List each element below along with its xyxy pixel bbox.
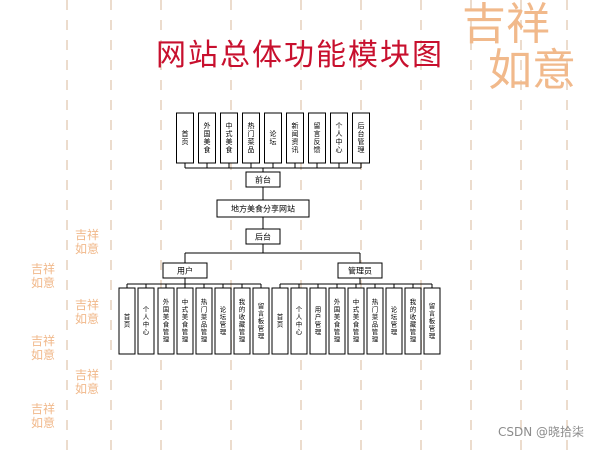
back-node: 后台: [245, 228, 281, 245]
front-module-box-label: 中式美食: [226, 121, 233, 154]
front-module-box: 留言反馈: [308, 112, 326, 164]
dashed-guide-left: [66, 0, 68, 450]
auspicious-calligraphy-logo: 吉祥 如意: [462, 2, 576, 94]
front-module-box: 个人中心: [330, 112, 348, 164]
user-module-box: 热门菜品管理: [195, 287, 213, 355]
dashed-guide: [470, 0, 472, 450]
admin-module-box: 论坛管理: [385, 287, 403, 355]
admin-module-box-label: 我的收藏管理: [410, 297, 417, 344]
site-root-node: 地方美食分享网站: [216, 199, 310, 218]
back-node-label: 后台: [255, 232, 271, 242]
dashed-guide: [110, 0, 112, 450]
user-module-box-label: 留言板管理: [258, 301, 265, 340]
admin-module-box: 首页: [271, 287, 289, 355]
user-role-node-label: 用户: [177, 266, 193, 276]
user-module-box: 中式美食管理: [176, 287, 194, 355]
admin-module-box: 中式美食管理: [347, 287, 365, 355]
admin-module-box: 留言板管理: [423, 287, 441, 355]
admin-role-node-label: 管理员: [348, 266, 372, 276]
admin-module-box-label: 用户管理: [315, 306, 322, 337]
front-module-box-label: 热门菜品: [248, 121, 255, 154]
user-module-box: 我的收藏管理: [233, 287, 251, 355]
dashed-guide: [520, 0, 522, 450]
admin-module-box-label: 论坛管理: [391, 305, 398, 337]
admin-module-box: 热门菜品管理: [366, 287, 384, 355]
front-module-box: 外国美食: [198, 112, 216, 164]
admin-module-box-label: 首页: [277, 312, 284, 329]
auspicious-stamp: 吉祥如意: [74, 298, 99, 326]
front-module-box: 首页: [176, 112, 194, 164]
front-module-box-label: 外国美食: [204, 121, 211, 154]
dashed-guide: [420, 0, 422, 450]
dashed-guide: [300, 0, 302, 450]
admin-module-box-label: 留言板管理: [429, 301, 436, 340]
front-module-box: 后台管理: [352, 112, 370, 164]
admin-module-box: 个人中心: [290, 287, 308, 355]
front-module-box-label: 论坛: [270, 129, 277, 146]
user-module-box: 论坛管理: [214, 287, 232, 355]
user-module-box: 外国美食管理: [157, 287, 175, 355]
front-module-box-label: 个人中心: [336, 122, 343, 154]
auspicious-stamp: 吉祥如意: [30, 262, 55, 290]
front-module-box: 新闻资讯: [286, 112, 304, 164]
dashed-guide: [230, 0, 232, 450]
csdn-watermark: CSDN @晓拾柒: [497, 425, 584, 439]
front-module-box-label: 首页: [182, 129, 189, 146]
front-node: 前台: [245, 171, 281, 188]
dashed-guide-right: [566, 0, 568, 450]
dashed-guide: [160, 0, 162, 450]
user-module-box-label: 外国美食管理: [163, 297, 170, 344]
auspicious-stamp: 吉祥如意: [74, 228, 99, 256]
admin-module-box-label: 中式美食管理: [353, 297, 360, 344]
admin-module-box-label: 热门菜品管理: [372, 297, 379, 344]
front-node-label: 前台: [255, 175, 271, 185]
page-title: 网站总体功能模块图: [156, 38, 444, 73]
admin-module-box: 我的收藏管理: [404, 287, 422, 355]
site-root-node-label: 地方美食分享网站: [231, 204, 295, 214]
front-module-box-label: 新闻资讯: [292, 121, 299, 154]
user-module-box-label: 我的收藏管理: [239, 297, 246, 344]
user-module-box: 个人中心: [137, 287, 155, 355]
auspicious-stamp: 吉祥如意: [74, 368, 99, 396]
admin-module-box-label: 个人中心: [296, 306, 303, 337]
user-module-box-label: 个人中心: [143, 306, 150, 337]
front-module-box-label: 后台管理: [358, 121, 365, 154]
user-module-box-label: 论坛管理: [220, 305, 227, 337]
auspicious-stamp: 吉祥如意: [30, 402, 55, 430]
dashed-guide: [360, 0, 362, 450]
user-module-box-label: 中式美食管理: [182, 297, 189, 344]
user-module-box-label: 首页: [124, 312, 131, 329]
admin-module-box-label: 外国美食管理: [334, 297, 341, 344]
calligraphy-line-1: 吉祥: [462, 0, 550, 50]
admin-module-box: 用户管理: [309, 287, 327, 355]
user-module-box-label: 热门菜品管理: [201, 297, 208, 344]
front-module-box: 中式美食: [220, 112, 238, 164]
front-module-box: 论坛: [264, 112, 282, 164]
auspicious-stamp: 吉祥如意: [30, 334, 55, 362]
front-module-box-label: 留言反馈: [314, 121, 321, 154]
calligraphy-line-2: 如意: [488, 45, 576, 96]
admin-module-box: 外国美食管理: [328, 287, 346, 355]
admin-role-node: 管理员: [337, 262, 383, 279]
user-module-box: 留言板管理: [252, 287, 270, 355]
user-role-node: 用户: [162, 262, 208, 279]
front-module-box: 热门菜品: [242, 112, 260, 164]
user-module-box: 首页: [118, 287, 136, 355]
